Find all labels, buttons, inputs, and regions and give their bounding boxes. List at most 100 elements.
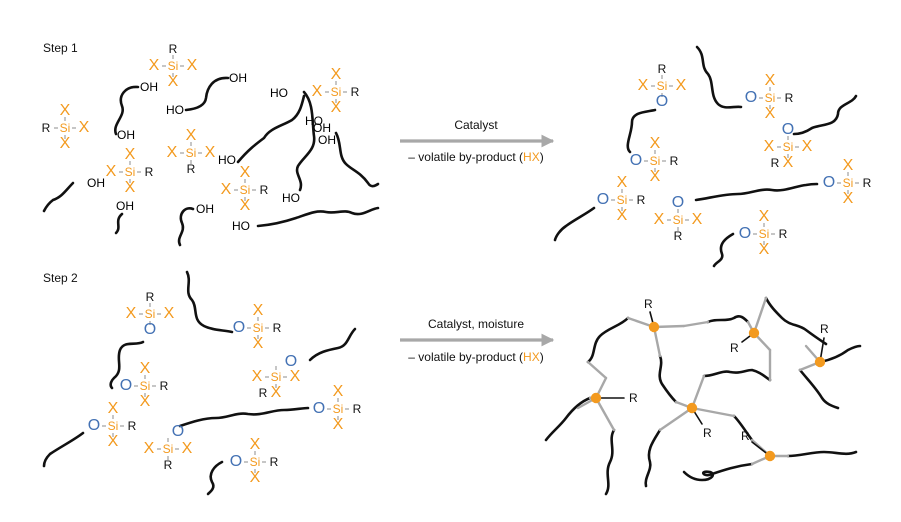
leaving-group: X (312, 83, 323, 100)
leaving-group: X (783, 154, 794, 171)
leaving-group: X (654, 211, 665, 228)
crosslink-bridge (690, 406, 736, 418)
leaving-group: X (331, 66, 342, 83)
hydroxyl-group: HO (270, 86, 288, 100)
leaving-group: X (765, 105, 776, 122)
leaving-group: X (331, 99, 342, 116)
polymer-chain (626, 108, 657, 154)
grafted-silane: Si R O X X (745, 72, 794, 122)
organic-group: R (703, 426, 712, 440)
silicon-atom: Si (253, 321, 264, 335)
polymer-chain (694, 182, 819, 202)
leaving-group: X (187, 57, 198, 74)
silicon-atom: Si (108, 419, 119, 433)
polymer-chain (295, 90, 316, 192)
crosslink-bridge (658, 406, 694, 432)
leaving-group: X (126, 305, 137, 322)
polymer-chain (695, 45, 743, 109)
polymer-chain (185, 270, 234, 334)
grafted-silane: Si R X X O X (252, 353, 301, 401)
grafted-silane: Si R O X X (233, 302, 282, 352)
hydroxyl-group: OH (116, 199, 134, 213)
step2-arrow-bottom-suffix: ) (540, 350, 544, 364)
leaving-group: X (765, 72, 776, 89)
step2-arrow-top-label: Catalyst, moisture (428, 317, 524, 331)
leaving-group: X (182, 440, 193, 457)
step1-title: Step 1 (43, 41, 78, 55)
leaving-group: X (164, 305, 175, 322)
leaving-group: X (140, 393, 151, 410)
step1-right-grafted: Si R X X O Si R O X X Si R X X O X (597, 62, 872, 258)
step1-arrow-bottom-suffix: ) (540, 150, 544, 164)
organic-group: R (259, 386, 268, 400)
step1-left-hydroxyls: OH HO OH OH OH OH OH HO HO HO OH OH HO H… (87, 71, 336, 233)
silicon-atom: Si (765, 91, 776, 105)
oxygen-atom: O (745, 89, 757, 106)
crosslink-bridge (752, 296, 768, 335)
step2-arrow: Catalyst, moisture – volatile by-product… (400, 317, 555, 364)
silicon-atom: Si (650, 154, 661, 168)
organic-group: R (42, 121, 51, 135)
silicon-atom: Si (163, 442, 174, 456)
leaving-group: X (240, 164, 251, 181)
polymer-chain (177, 207, 195, 247)
step1-arrow: Catalyst – volatile by-product (HX) (400, 118, 555, 164)
polymer-chain (206, 460, 224, 496)
leaving-group: X (759, 241, 770, 258)
leaving-group: X (79, 119, 90, 136)
silicon-atom: Si (843, 176, 854, 190)
silane-molecule: Si R X X X (149, 42, 198, 90)
polymer-chain (42, 431, 85, 468)
silicon-atom: Si (125, 165, 136, 179)
organic-group: R (160, 379, 169, 393)
polymer-chain (553, 206, 596, 242)
step2-left-polymers (42, 270, 357, 496)
organic-group: R (164, 458, 173, 472)
silane-molecule: Si R X X X (167, 127, 216, 176)
silicon-atom: Si (673, 213, 684, 227)
hydroxyl-group: OH (318, 133, 336, 147)
polymer-chain (786, 450, 858, 458)
leaving-group: X (271, 384, 282, 401)
hydroxyl-group: OH (140, 80, 158, 94)
leaving-group: X (253, 335, 264, 352)
silicon-atom: Si (168, 59, 179, 73)
organic-group: R (128, 419, 137, 433)
silicon-atom: Si (657, 79, 668, 93)
leaving-group: X (168, 73, 179, 90)
oxygen-atom: O (739, 225, 751, 242)
silicon-atom: Si (60, 121, 71, 135)
polymer-chain (682, 462, 754, 482)
organic-group: R (820, 322, 829, 336)
leaving-group: X (638, 77, 649, 94)
oxygen-atom: O (630, 152, 642, 169)
grafted-silane: Si R O X X (120, 360, 169, 410)
organic-group: R (658, 62, 667, 76)
leaving-group: X (843, 190, 854, 207)
organic-group: R (863, 176, 872, 190)
leaving-group: X (676, 77, 687, 94)
organic-group: R (187, 162, 196, 176)
step1-left-polymers (42, 76, 380, 247)
oxygen-atom: O (88, 417, 100, 434)
leaving-group: X (650, 168, 661, 185)
organic-group: R (146, 290, 155, 304)
leaving-group: X (167, 144, 178, 161)
oxygen-atom: O (782, 121, 794, 138)
silicon-atom: Si (331, 85, 342, 99)
leaving-group: X (240, 197, 251, 214)
silane-molecule: Si R X X X (312, 66, 360, 116)
grafted-silane: Si R X X O (654, 194, 703, 243)
crosslink-node (686, 402, 698, 414)
organic-group: R (270, 455, 279, 469)
silicon-atom: Si (617, 193, 628, 207)
silicon-atom: Si (140, 379, 151, 393)
leaving-group: X (290, 368, 301, 385)
organic-group: R (145, 165, 154, 179)
crosslink-bridge (586, 360, 608, 380)
hydroxyl-group: OH (117, 128, 135, 142)
polymer-chain (109, 340, 145, 390)
silicon-atom: Si (145, 307, 156, 321)
grafted-silane: Si R O X X (739, 208, 788, 258)
